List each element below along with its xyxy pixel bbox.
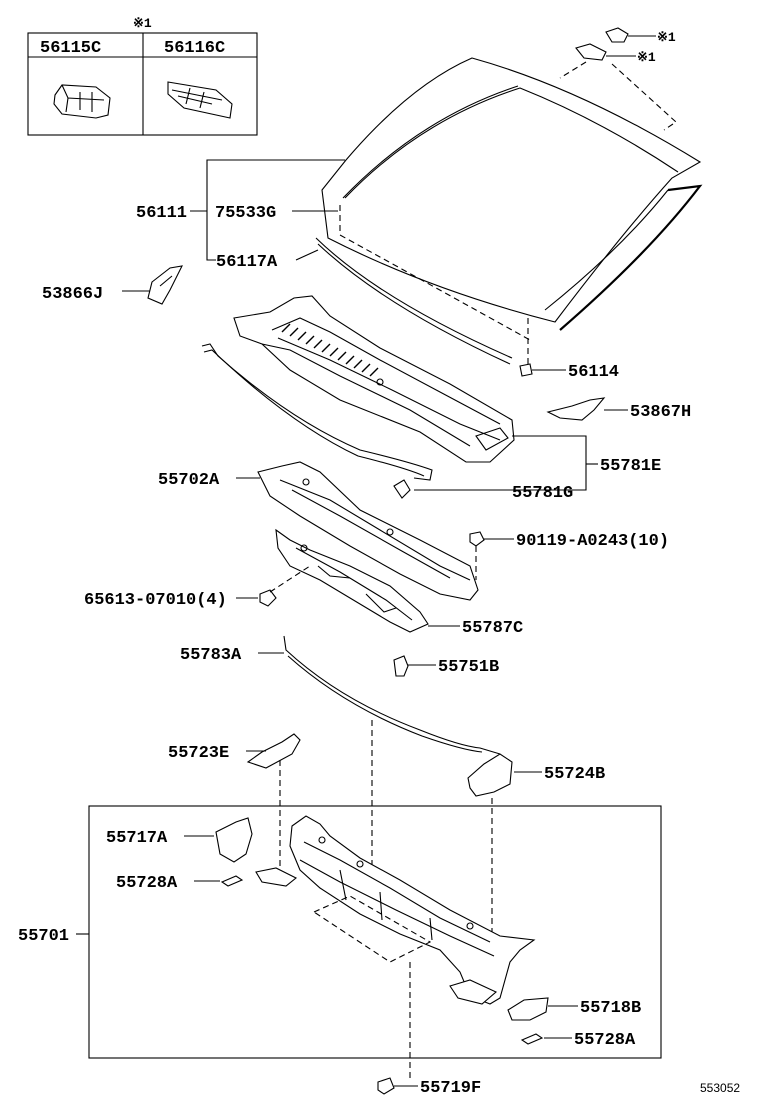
clip-55751B	[393, 655, 409, 677]
label-53866J: 53866J	[42, 285, 103, 304]
label-55723E: 55723E	[168, 744, 229, 763]
upper-clips: ※1 ※1	[559, 27, 677, 131]
label-90119-A0243: 90119-A0243(10)	[516, 532, 669, 551]
clip-56114	[519, 363, 533, 377]
bracket-55718B	[507, 997, 549, 1021]
clip-56115C-icon	[53, 84, 111, 119]
label-75533G: 75533G	[215, 204, 276, 223]
label-56111: 56111	[136, 204, 187, 223]
label-55724B: 55724B	[544, 765, 605, 784]
label-55718B: 55718B	[580, 999, 641, 1018]
label-55783A: 55783A	[180, 646, 242, 665]
bracket-55723E	[246, 733, 301, 769]
clip-55728A-lower	[520, 1033, 544, 1045]
clip-56116C-icon	[167, 81, 233, 119]
glass-moulding-56117A	[315, 237, 513, 359]
cowl-frame-55701	[255, 815, 536, 1005]
cowl-inner-55787C	[275, 528, 429, 633]
bracket-55717A	[215, 817, 253, 863]
clip-note-mark-1: ※1	[657, 30, 676, 45]
clip-55728A-upper	[220, 875, 244, 887]
clip-55781G	[393, 479, 411, 499]
cowl-louver-55781E	[233, 295, 515, 463]
label-55702A: 55702A	[158, 471, 220, 490]
bolt-90119-A0243	[469, 531, 485, 580]
nut-65613-07010	[259, 589, 277, 607]
label-53867H: 53867H	[630, 403, 691, 422]
inset-col-56115C: 56115C	[40, 39, 101, 58]
inset-note-mark: ※1	[133, 16, 152, 31]
inset-table: ※1 56115C 56116C	[27, 16, 258, 136]
label-55787C: 55787C	[462, 619, 523, 638]
label-65613-07010: 65613-07010(4)	[84, 591, 227, 610]
figure-code: 553052	[700, 1081, 740, 1095]
label-55728A-lower: 55728A	[574, 1031, 636, 1050]
label-55717A: 55717A	[106, 829, 168, 848]
inset-col-56116C: 56116C	[164, 39, 225, 58]
bracket-55724B	[467, 753, 513, 797]
label-55781E: 55781E	[600, 457, 661, 476]
label-55751B: 55751B	[438, 658, 499, 677]
assembly-box-55701	[88, 805, 662, 1059]
cowl-panel-55702A	[257, 461, 479, 601]
label-56114: 56114	[568, 363, 619, 382]
label-55728A-upper: 55728A	[116, 874, 178, 893]
bracket-53867H	[546, 397, 606, 421]
seal-55783A	[283, 635, 501, 755]
label-55719F: 55719F	[420, 1079, 481, 1098]
label-55781G: 55781G	[512, 484, 573, 503]
clip-55719F	[377, 1077, 395, 1095]
bracket-53866J	[147, 265, 183, 305]
label-55701: 55701	[18, 927, 69, 946]
label-56117A: 56117A	[216, 253, 278, 272]
windshield-glass	[321, 57, 703, 341]
clip-note-mark-2: ※1	[637, 50, 656, 65]
